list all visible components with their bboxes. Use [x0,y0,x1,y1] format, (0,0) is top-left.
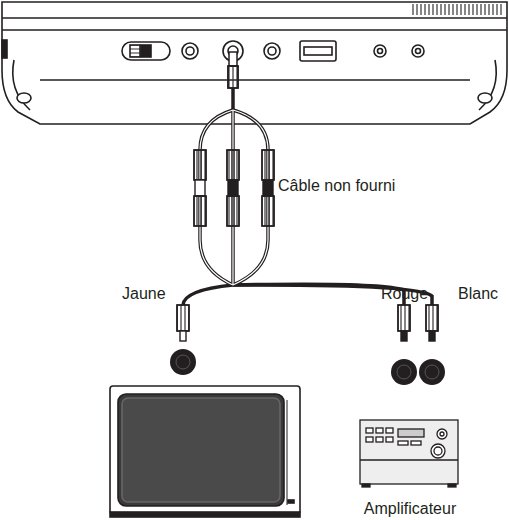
device-name: Amplificateur [338,500,482,518]
cable [183,88,432,305]
player-ports [122,41,424,61]
rca-connectors [194,150,274,226]
television [110,386,300,517]
color-label: Jaune [122,285,166,303]
color-label: Blanc [458,285,498,303]
color-label: Rouge [381,285,428,303]
av-plug [228,52,238,88]
cable-note: Câble non fourni [278,177,395,195]
rca-jacks [170,349,445,385]
player-body [2,2,507,124]
rca-plugs [177,305,438,341]
amplifier [360,420,458,487]
amplifier-node: Amplificateur [338,416,482,518]
